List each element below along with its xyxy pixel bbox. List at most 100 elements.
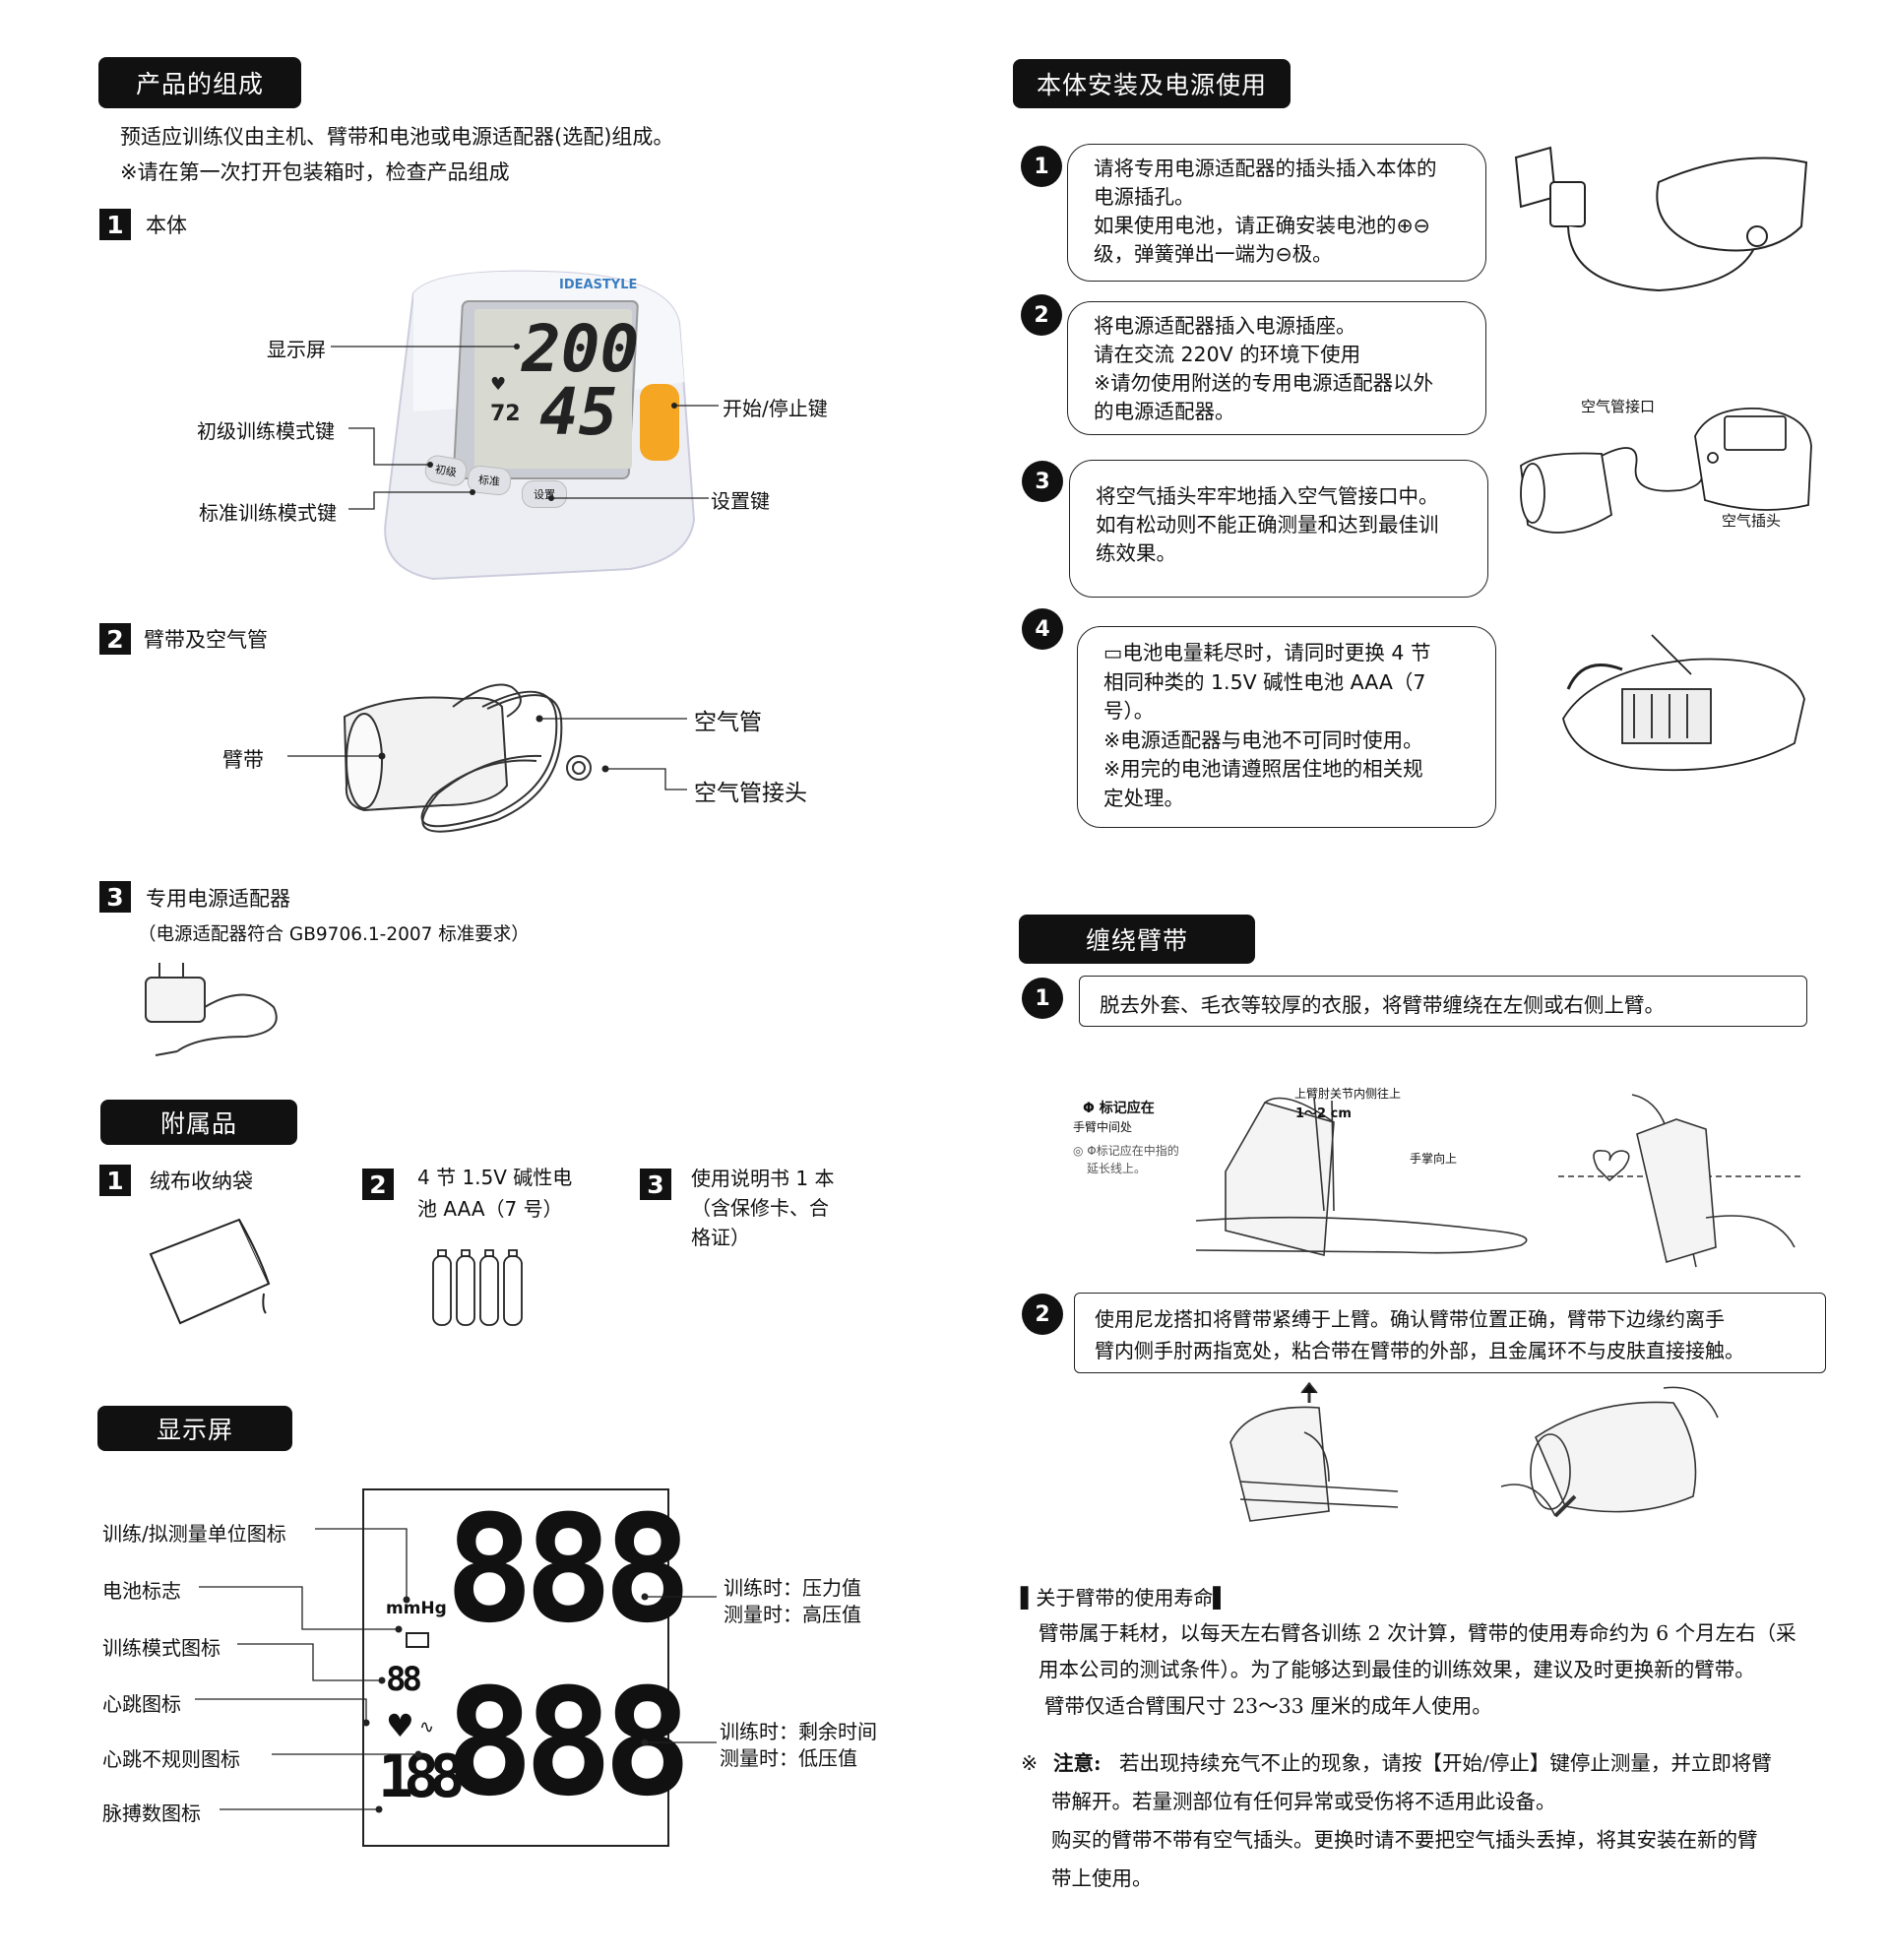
label-standard-key: 标准训练模式键: [199, 501, 337, 525]
fig-note-2: 延长线上。: [1087, 1162, 1147, 1175]
fig-gap-label: 1～2 cm: [1295, 1106, 1352, 1121]
power-connection-illustration: [1514, 146, 1808, 292]
install-step-3-line: 将空气插头牢牢地插入空气管接口中。: [1096, 484, 1439, 508]
label-diastolic-value: 测量时：低压值: [720, 1746, 857, 1770]
device-lcd-diastolic: 45: [539, 374, 618, 450]
install-step-2-line: 请在交流 220V 的环境下使用: [1094, 343, 1361, 366]
cuff-life-line: 臂带属于耗材，以每天左右臂各训练 2 次计算，臂带的使用寿命约为 6 个月左右（…: [1039, 1621, 1796, 1645]
wrap-step-1-number: 1: [1022, 978, 1063, 1019]
label-display: 显示屏: [267, 338, 326, 361]
item-label-adapter: 专用电源适配器: [146, 887, 290, 911]
wrap-step-2-number: 2: [1022, 1294, 1063, 1335]
lcd-heart-icon: ♥: [386, 1707, 414, 1744]
wrap-step-2-line: 臂内侧手肘两指宽处，粘合带在臂带的外部，且金属环不与皮肤直接接触。: [1095, 1339, 1744, 1362]
wrap-step-1-text: 脱去外套、毛衣等较厚的衣服，将臂带缠绕在左侧或右侧上臂。: [1100, 993, 1665, 1017]
label-pulse-icon: 脉搏数图标: [102, 1802, 201, 1825]
accessory-item-3-line-3: 格证）: [691, 1226, 750, 1249]
device-start-stop-button[interactable]: [640, 384, 679, 461]
section-title-wrap-cuff: 缠绕臂带: [1019, 915, 1255, 964]
install-step-2-number: 2: [1021, 294, 1062, 336]
pouch-illustration: [149, 1218, 271, 1325]
fig-mark-label: Φ 标记应在: [1083, 1101, 1155, 1116]
install-step-2-line: ※请勿使用附送的专用电源适配器以外: [1094, 371, 1434, 395]
device-lcd-systolic: 200: [522, 311, 640, 387]
fig-mark-label-2: 手臂中间处: [1073, 1120, 1133, 1134]
wrap-step-1-box: 脱去外套、毛衣等较厚的衣服，将臂带缠绕在左侧或右侧上臂。: [1079, 976, 1807, 1027]
cuff-life-line: 用本公司的测试条件）。为了能够达到最佳的训练效果，建议及时更换新的臂带。: [1039, 1658, 1755, 1681]
lcd-pulse-digits: 188: [378, 1742, 465, 1811]
label-settings-key: 设置键: [711, 489, 770, 513]
label-remaining-time: 训练时：剩余时间: [720, 1720, 877, 1743]
cuff-life-heading: ▌关于臂带的使用寿命▌: [1021, 1586, 1228, 1610]
label-pressure-value: 训练时：压力值: [724, 1576, 861, 1600]
lcd-unit-mmhg: mmHg: [386, 1599, 447, 1618]
label-primary-key: 初级训练模式键: [197, 419, 335, 443]
accessory-number-2: 2: [362, 1169, 394, 1200]
fig-note-1: ◎ Φ标记应在中指的: [1073, 1144, 1179, 1158]
label-systolic-value: 测量时：高压值: [724, 1603, 861, 1626]
adapter-standard-note: （电源适配器符合 GB9706.1-2007 标准要求）: [138, 924, 530, 945]
install-step-3-line: 练效果。: [1096, 541, 1176, 565]
install-step-2-box: 将电源适配器插入电源插座。 请在交流 220V 的环境下使用 ※请勿使用附送的专…: [1067, 301, 1486, 435]
label-air-plug: 空气插头: [1722, 512, 1782, 530]
install-step-4-number: 4: [1022, 608, 1063, 650]
accessory-item-3-line-2: （含保修卡、合: [691, 1196, 829, 1220]
item-number-1: 1: [99, 209, 131, 240]
accessory-item-2-line-1: 4 节 1.5V 碱性电: [417, 1166, 573, 1189]
notice-line: 若出现持续充气不止的现象，请按【开始/停止】键停止测量，并立即将臂: [1119, 1751, 1772, 1775]
install-step-4-line: ※电源适配器与电池不可同时使用。: [1103, 727, 1423, 752]
label-cuff: 臂带: [222, 748, 264, 772]
install-step-2-line: 的电源适配器。: [1094, 400, 1235, 423]
install-step-4-line: ▭电池电量耗尽时，请同时更换 4 节: [1103, 641, 1431, 664]
install-step-1-box: 请将专用电源适配器的插头插入本体的 电源插孔。 如果使用电池，请正确安装电池的⊕…: [1067, 144, 1486, 282]
wrap-step-2-box: 使用尼龙搭扣将臂带紧缚于上臂。确认臂带位置正确，臂带下边缘约离手 臂内侧手肘两指…: [1074, 1293, 1826, 1373]
install-step-4-line: 定处理。: [1103, 786, 1184, 810]
wrap-step-2-line: 使用尼龙搭扣将臂带紧缚于上臂。确认臂带位置正确，臂带下边缘约离手: [1095, 1307, 1725, 1331]
device-brand-logo: IDEASTYLE: [559, 278, 638, 292]
accessory-item-3-line-1: 使用说明书 1 本: [691, 1167, 835, 1190]
lcd-battery-icon: [406, 1632, 429, 1648]
section-title-accessories: 附属品: [100, 1100, 297, 1145]
notice-mark: ※: [1021, 1751, 1039, 1775]
label-mode-icon: 训练模式图标: [102, 1636, 220, 1660]
composition-intro: 预适应训练仪由主机、臂带和电池或电源适配器(选配)组成。: [120, 125, 674, 149]
lcd-top-digits: 888: [445, 1485, 692, 1656]
notice-line: 带上使用。: [1051, 1866, 1153, 1890]
notice-label: 注意:: [1053, 1751, 1102, 1775]
install-step-3-number: 3: [1022, 461, 1063, 502]
label-air-tube: 空气管: [694, 710, 762, 735]
label-unit-icon: 训练/拟测量单位图标: [102, 1522, 286, 1546]
install-step-3-box: 将空气插头牢牢地插入空气管接口中。 如有松动则不能正确测量和达到最佳训 练效果。: [1069, 460, 1488, 598]
adapter-illustration: [145, 963, 278, 1056]
device-button-settings[interactable]: 设置: [522, 480, 567, 508]
section-title-display: 显示屏: [97, 1406, 292, 1451]
item-number-2: 2: [99, 623, 131, 655]
device-button-standard[interactable]: 标准: [466, 464, 513, 497]
accessory-item-1-line: 绒布收纳袋: [150, 1170, 253, 1193]
label-irregular-heart-icon: 心跳不规则图标: [102, 1747, 240, 1771]
label-air-connector: 空气管接头: [694, 781, 807, 806]
item-number-3: 3: [99, 881, 131, 913]
install-step-1-line: 电源插孔。: [1094, 185, 1195, 209]
cuff-life-line: 臂带仅适合臂围尺寸 23～33 厘米的成年人使用。: [1044, 1694, 1492, 1718]
install-step-3-line: 如有松动则不能正确测量和达到最佳训: [1096, 513, 1439, 537]
accessory-item-2-line-2: 池 AAA（7 号）: [417, 1197, 563, 1221]
composition-check-note: ※请在第一次打开包装箱时，检查产品组成: [120, 160, 510, 184]
batteries-illustration: [432, 1249, 523, 1326]
install-step-2-line: 将电源适配器插入电源插座。: [1094, 314, 1356, 338]
label-battery-icon: 电池标志: [102, 1579, 181, 1603]
lcd-bottom-digits: 888: [445, 1658, 692, 1829]
arm-position-illustration: [1195, 1097, 1528, 1257]
notice-line: 购买的臂带不带有空气插头。更换时请不要把空气插头丢掉，将其安装在新的臂: [1051, 1828, 1758, 1852]
lcd-irregular-heartbeat-icon: ∿: [419, 1717, 435, 1738]
install-step-4-box: ▭电池电量耗尽时，请同时更换 4 节 相同种类的 1.5V 碱性电池 AAA（7…: [1077, 626, 1496, 828]
section-title-install: 本体安装及电源使用: [1013, 59, 1291, 108]
label-air-port: 空气管接口: [1581, 398, 1656, 415]
fig-elbow-label: 上臂肘关节内侧往上: [1294, 1087, 1402, 1101]
section-title-composition: 产品的组成: [98, 57, 301, 108]
battery-install-illustration: [1562, 634, 1805, 772]
install-step-1-line: 如果使用电池，请正确安装电池的⊕⊖: [1094, 214, 1430, 237]
arm-heart-illustration: [1558, 1094, 1804, 1268]
air-plug-illustration: [1520, 408, 1812, 534]
fig-palm-label: 手掌向上: [1410, 1152, 1458, 1166]
